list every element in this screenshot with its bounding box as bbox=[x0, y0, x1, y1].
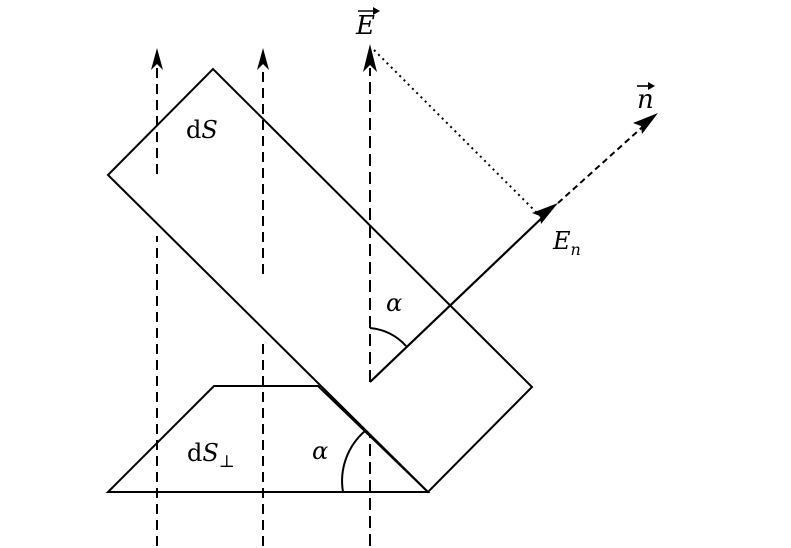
n-vector bbox=[557, 121, 649, 204]
angle-arc-lower bbox=[341, 430, 366, 493]
En-arrowhead bbox=[532, 203, 558, 224]
svg-text:n: n bbox=[637, 85, 654, 115]
En-vector bbox=[369, 213, 547, 383]
field-line-1-arrowhead bbox=[151, 48, 163, 70]
angle-arc-upper bbox=[369, 327, 407, 347]
label-alpha-upper: α bbox=[386, 289, 402, 317]
E-arrowhead bbox=[363, 44, 377, 72]
projected-area-dS-perp bbox=[105, 385, 431, 493]
label-En: En bbox=[552, 227, 581, 259]
n-arrowhead bbox=[633, 113, 658, 134]
label-n-vector: n bbox=[637, 82, 655, 115]
field-line-2-arrowhead bbox=[257, 48, 269, 70]
label-alpha-lower: α bbox=[312, 437, 328, 465]
label-dS: dS bbox=[186, 116, 218, 144]
label-E-vector: E bbox=[355, 7, 380, 41]
projection-dotted-line bbox=[373, 49, 541, 217]
surface-dS bbox=[106, 67, 534, 494]
svg-text:E: E bbox=[355, 11, 375, 41]
label-dS-perp: dS⊥ bbox=[187, 439, 235, 472]
